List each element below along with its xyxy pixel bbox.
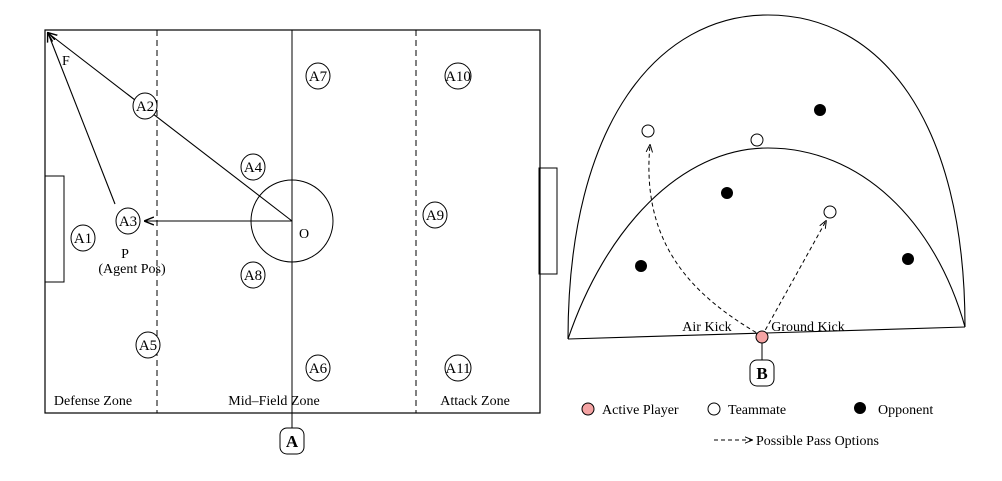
player-a10: A10 bbox=[444, 62, 472, 90]
active-swatch-icon bbox=[581, 402, 595, 416]
svg-text:A2: A2 bbox=[136, 99, 154, 115]
svg-text:Opponent: Opponent bbox=[878, 403, 933, 418]
legend: Active Player Teammate Opponent Possible… bbox=[581, 402, 933, 449]
player-a8: A8 bbox=[240, 261, 266, 289]
svg-text:A11: A11 bbox=[445, 361, 470, 377]
player-a5: A5 bbox=[135, 331, 161, 359]
svg-text:Teammate: Teammate bbox=[728, 403, 786, 418]
player-a2: A2 bbox=[132, 92, 158, 120]
opponent-marker bbox=[635, 260, 647, 272]
panel-b-diagram: Air Kick Ground Kick bbox=[567, 14, 966, 344]
active-player-marker bbox=[755, 330, 769, 344]
arrow-p-to-f bbox=[48, 33, 116, 205]
legend-teammate: Teammate bbox=[707, 402, 786, 418]
svg-text:A9: A9 bbox=[426, 208, 444, 224]
svg-text:A6: A6 bbox=[309, 361, 328, 377]
svg-text:A3: A3 bbox=[119, 214, 137, 230]
svg-text:A: A bbox=[286, 432, 299, 451]
opponent-marker bbox=[902, 253, 914, 265]
svg-text:A1: A1 bbox=[74, 231, 92, 247]
zone-label-midfield: Mid–Field Zone bbox=[228, 394, 319, 409]
player-a4: A4 bbox=[240, 153, 266, 181]
svg-text:A7: A7 bbox=[309, 69, 328, 85]
teammate-marker bbox=[750, 133, 764, 147]
opponent-marker bbox=[814, 104, 826, 116]
center-label: O bbox=[299, 227, 309, 242]
panel-a-field: A1 A2 A3 A4 A5 A6 A7 A8 A9 A10 A11 O F P… bbox=[44, 29, 558, 414]
corner-label: F bbox=[62, 54, 70, 69]
svg-text:Active Player: Active Player bbox=[602, 403, 679, 418]
legend-opponent: Opponent bbox=[854, 402, 933, 418]
right-goal bbox=[538, 167, 558, 275]
teammate-marker bbox=[641, 124, 655, 138]
svg-text:Possible Pass Options: Possible Pass Options bbox=[756, 434, 879, 449]
opponent-swatch-icon bbox=[854, 402, 866, 414]
ground-kick-path bbox=[761, 221, 826, 337]
legend-active: Active Player bbox=[581, 402, 679, 418]
air-kick-path bbox=[649, 145, 763, 337]
svg-text:A8: A8 bbox=[244, 268, 262, 284]
player-a9: A9 bbox=[422, 201, 448, 229]
svg-text:B: B bbox=[756, 364, 767, 383]
teammate-swatch-icon bbox=[707, 402, 721, 416]
player-a6: A6 bbox=[305, 354, 331, 382]
svg-text:A4: A4 bbox=[244, 160, 263, 176]
svg-text:A5: A5 bbox=[139, 338, 157, 354]
arrow-o-to-f bbox=[48, 33, 293, 222]
panel-b-badge: B bbox=[749, 343, 775, 387]
inner-arc bbox=[567, 147, 966, 340]
ground-kick-label: Ground Kick bbox=[771, 320, 845, 335]
opponent-marker bbox=[721, 187, 733, 199]
zone-label-defense: Defense Zone bbox=[54, 394, 132, 409]
zone-label-attack: Attack Zone bbox=[440, 394, 510, 409]
air-kick-label: Air Kick bbox=[682, 320, 731, 335]
legend-pass: Possible Pass Options bbox=[714, 434, 879, 449]
agent-sublabel: (Agent Pos) bbox=[98, 262, 166, 277]
left-goal bbox=[44, 175, 65, 283]
panel-a-badge: A bbox=[279, 413, 305, 455]
svg-text:A10: A10 bbox=[445, 69, 471, 85]
outer-arc bbox=[567, 14, 966, 340]
player-a3: A3 bbox=[115, 207, 141, 235]
player-a11: A11 bbox=[444, 354, 472, 382]
teammate-marker bbox=[823, 205, 837, 219]
player-a1: A1 bbox=[70, 224, 96, 252]
player-a7: A7 bbox=[305, 62, 331, 90]
agent-label: P bbox=[121, 247, 129, 262]
